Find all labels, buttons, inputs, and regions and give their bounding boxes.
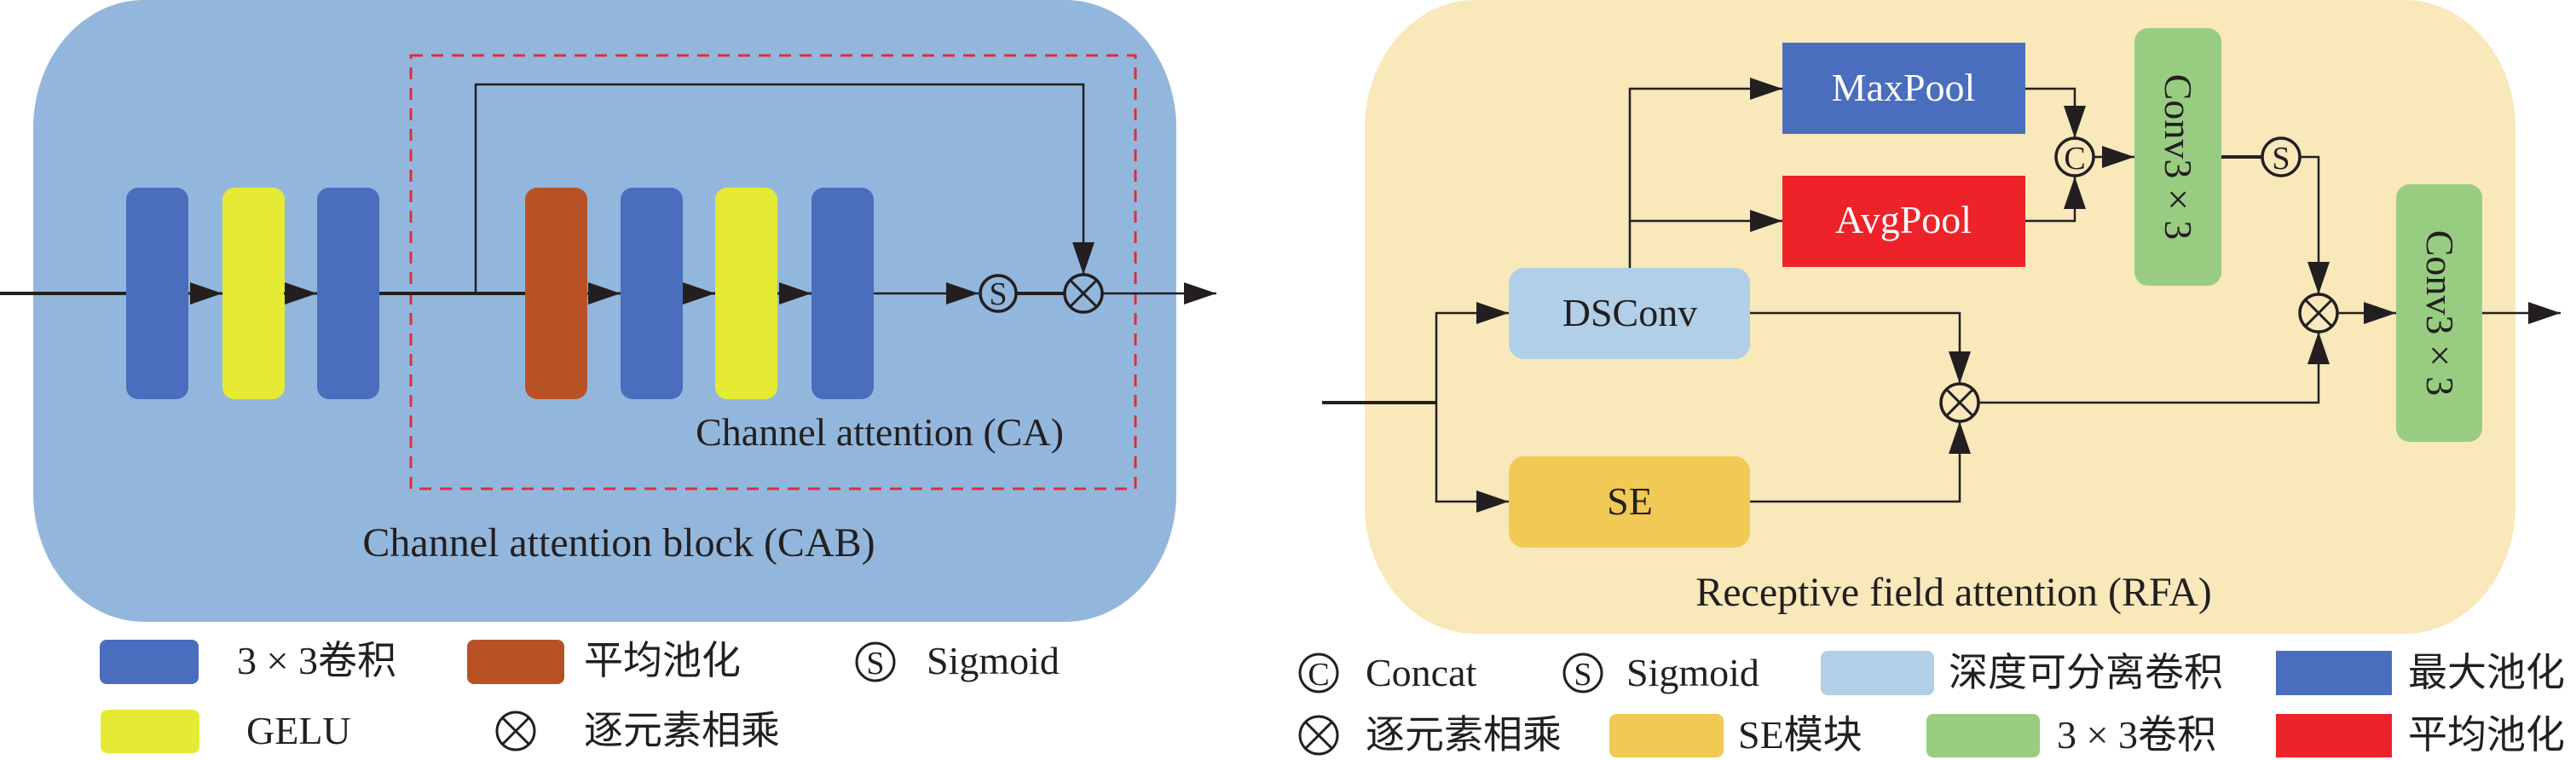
legend-label-conv-green: 3 × 3卷积: [2057, 713, 2216, 757]
dsconv-to-maxpool: [1628, 78, 1782, 268]
concat-symbol: C: [2064, 141, 2085, 177]
svg-text:S: S: [1574, 657, 1591, 693]
cab-block-conv-6: [811, 188, 874, 399]
cab-block-avgpool-3: [525, 188, 587, 399]
maxpool-label: MaxPool: [1832, 66, 1976, 109]
legend-swatch-avgpool: [467, 640, 564, 684]
concat-node: C: [2054, 136, 2095, 177]
svg-text:S: S: [866, 646, 884, 682]
legend-label-maxpool: 最大池化: [2408, 651, 2565, 694]
conv-a-box: Conv3 × 3: [2134, 28, 2221, 286]
legend-swatch-se: [1609, 714, 1724, 757]
cab-block-conv-0: [126, 188, 188, 399]
rfa-legend: C Concat S Sigmoid 深度可分离卷积 最大池化 逐元素相乘 SE…: [1298, 651, 2565, 757]
cab-skip-connection: [474, 83, 1095, 293]
rfa-title: Receptive field attention (RFA): [1695, 570, 2212, 615]
legend-swatch-gelu: [101, 710, 199, 753]
cab-legend: 3 × 3卷积 平均池化 S Sigmoid GELU 逐元素相乘: [100, 639, 1060, 753]
rfa-branch-to-se: [1435, 403, 1509, 513]
avgpool-to-concat: [2025, 177, 2086, 223]
legend-label-avgpool-red: 平均池化: [2408, 713, 2565, 757]
legend-sigmoid-icon: S: [855, 641, 896, 682]
legend-multiply-icon: [495, 711, 536, 751]
avgpool-label: AvgPool: [1835, 198, 1972, 241]
svg-text:C: C: [1308, 657, 1329, 693]
conv-b-box: Conv3 × 3: [2396, 184, 2482, 442]
legend-swatch-conv-green: [1926, 714, 2040, 757]
legend-label-rfa-multiply: 逐元素相乘: [1366, 713, 1562, 757]
rfa-right-multiply-node: [2298, 293, 2339, 334]
ca-title: Channel attention (CA): [696, 410, 1064, 454]
rfa-mid-multiply-node: [1939, 382, 1980, 423]
rfa-sigmoid-node: S: [2261, 136, 2302, 177]
cab-block-conv-2: [317, 188, 379, 399]
legend-label-se: SE模块: [1738, 713, 1863, 757]
legend-swatch-conv: [100, 640, 199, 684]
cab-sigmoid-symbol: S: [989, 276, 1007, 312]
legend-label-sigmoid: Sigmoid: [927, 639, 1060, 682]
cab-diagram: S Channel attention (CA) Channel attenti…: [0, 0, 1216, 622]
dsconv-box: DSConv: [1509, 268, 1750, 359]
se-label: SE: [1607, 479, 1653, 523]
rfa-diagram: MaxPool AvgPool DSConv SE Conv3 × 3 Conv…: [1322, 0, 2561, 634]
se-box: SE: [1509, 456, 1750, 548]
legend-swatch-dsconv: [1821, 651, 1934, 695]
cab-multiply-node: [1063, 273, 1104, 314]
maxpool-to-concat: [2025, 87, 2086, 138]
legend-label-conv: 3 × 3卷积: [237, 639, 396, 682]
dsconv-label: DSConv: [1562, 291, 1697, 334]
legend-concat-icon: C: [1298, 653, 1339, 693]
legend-label-multiply: 逐元素相乘: [584, 709, 780, 752]
legend-label-concat: Concat: [1366, 651, 1477, 694]
se-to-mid-multiply: [1750, 421, 1971, 503]
dsconv-to-mid-multiply: [1750, 311, 1971, 384]
legend-rfa-sigmoid-icon: S: [1562, 653, 1603, 693]
conv-a-label: Conv3 × 3: [2157, 74, 2200, 241]
cab-block-gelu-5: [715, 188, 777, 399]
legend-swatch-avgpool-red: [2276, 714, 2392, 757]
rfa-sigmoid-symbol: S: [2272, 141, 2290, 177]
legend-label-rfa-sigmoid: Sigmoid: [1626, 651, 1759, 694]
ca-dashed-region: [409, 54, 1137, 490]
maxpool-box: MaxPool: [1782, 43, 2025, 134]
legend-rfa-multiply-icon: [1298, 715, 1339, 756]
legend-label-avgpool: 平均池化: [584, 639, 741, 682]
cab-block-gelu-1: [222, 188, 285, 399]
cab-title: Channel attention block (CAB): [362, 520, 875, 566]
cab-panel: [33, 0, 1176, 622]
rfa-branch-to-dsconv: [1435, 302, 1509, 403]
legend-swatch-maxpool: [2276, 651, 2392, 695]
sigmoid-to-multiply: [2300, 155, 2330, 294]
legend-label-gelu: GELU: [246, 709, 351, 752]
cab-sigmoid-node: S: [979, 274, 1018, 313]
legend-label-dsconv: 深度可分离卷积: [1949, 651, 2223, 694]
conv-b-label: Conv3 × 3: [2418, 230, 2462, 397]
cab-block-conv-4: [621, 188, 683, 399]
mid-multiply-to-right-multiply: [1978, 332, 2330, 404]
avgpool-box: AvgPool: [1782, 176, 2025, 267]
